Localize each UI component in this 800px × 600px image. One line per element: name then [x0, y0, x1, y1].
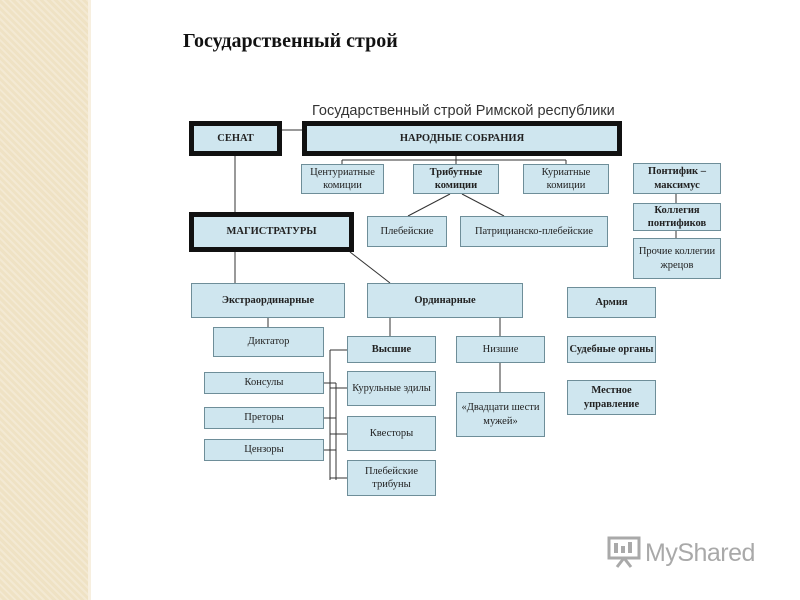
- watermark-text: MyShared: [645, 538, 755, 567]
- node-tribal-comitia: Трибутные комиции: [413, 164, 499, 194]
- node-plebeian-tribunes: Плебейские трибуны: [347, 460, 436, 496]
- node-magistracies: МАГИСТРАТУРЫ: [189, 212, 354, 252]
- node-pontifex-maximus: Понтифик – максимус: [633, 163, 721, 194]
- connector-tribal-patrician: [461, 193, 505, 217]
- node-college-pontifices: Коллегия понтификов: [633, 203, 721, 231]
- node-peoples-assemblies: НАРОДНЫЕ СОБРАНИЯ: [302, 121, 622, 156]
- node-curule-aediles: Курульные эдилы: [347, 371, 436, 406]
- node-consuls: Консулы: [204, 372, 324, 394]
- node-dictator: Диктатор: [213, 327, 324, 357]
- node-local-government: Местное управление: [567, 380, 656, 415]
- side-stripe-edge: [88, 0, 91, 600]
- node-extraordinary: Экстраординарные: [191, 283, 345, 318]
- connector-magistracies-ordinary: [349, 251, 391, 284]
- node-senate: СЕНАТ: [189, 121, 282, 156]
- node-other-colleges: Прочие коллегии жрецов: [633, 238, 721, 279]
- node-censors: Цензоры: [204, 439, 324, 461]
- presentation-screen-icon: [607, 534, 641, 573]
- node-patrician-plebeian: Патрицианско-плебейские: [460, 216, 608, 247]
- diagram-title: Государственный строй Римской республики: [312, 103, 615, 119]
- node-courts: Судебные органы: [567, 336, 656, 363]
- node-army: Армия: [567, 287, 656, 318]
- watermark-logo: MyShared: [607, 535, 755, 571]
- node-twenty-six-men: «Двадцати шести мужей»: [456, 392, 545, 437]
- node-higher: Высшие: [347, 336, 436, 363]
- node-plebeian: Плебейские: [367, 216, 447, 247]
- node-ordinary: Ординарные: [367, 283, 523, 318]
- node-lower: Низшие: [456, 336, 545, 363]
- slide-title: Государственный строй: [183, 30, 398, 52]
- decorative-side-stripe: [0, 0, 88, 600]
- node-curiate-comitia: Куриатные комиции: [523, 164, 609, 194]
- node-quaestors: Квесторы: [347, 416, 436, 451]
- connector-tribal-plebeian: [407, 193, 451, 217]
- node-praetors: Преторы: [204, 407, 324, 429]
- node-centuriate-comitia: Центуриатные комиции: [301, 164, 384, 194]
